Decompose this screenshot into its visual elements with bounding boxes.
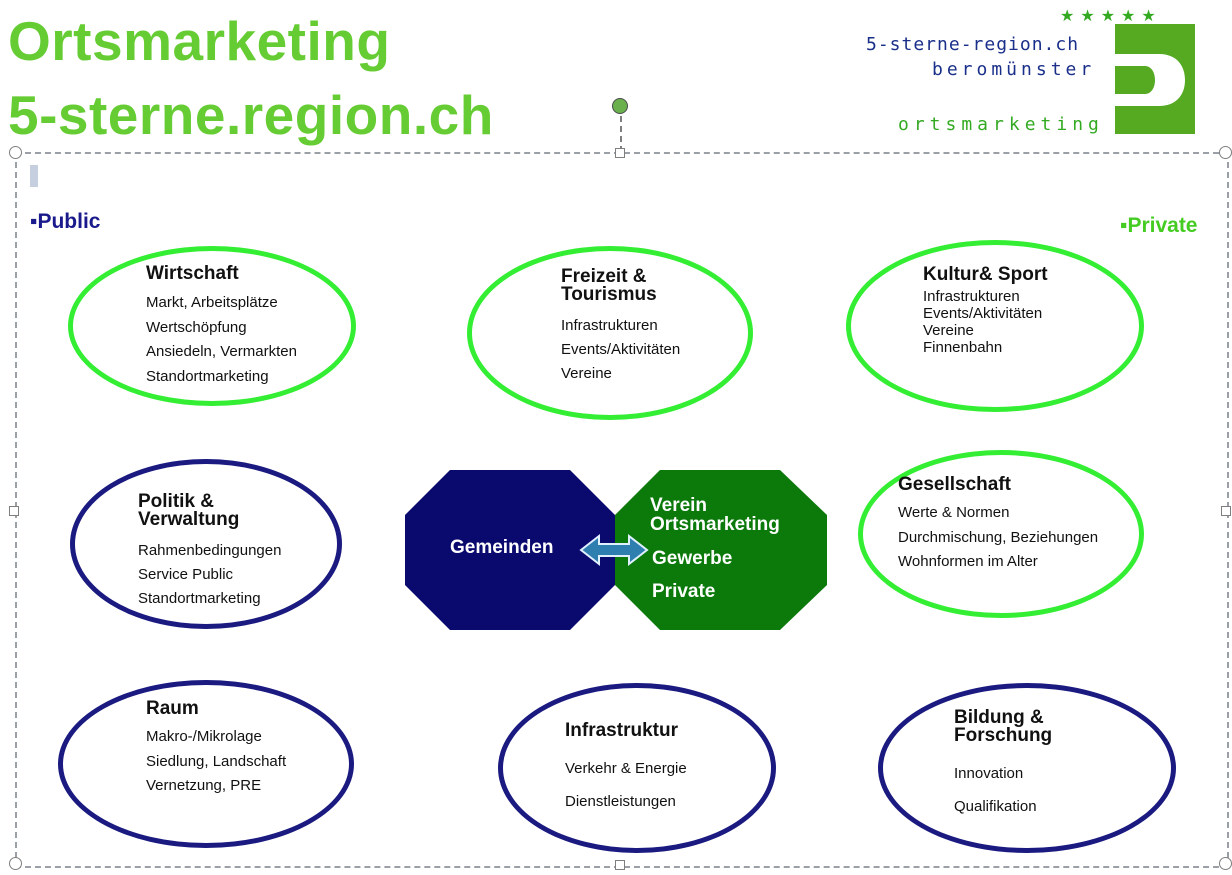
- line-gesellschaft-2: Durchmischung, Beziehungen: [898, 528, 1099, 546]
- line-kultur-4: Finnenbahn: [923, 339, 1003, 356]
- line-bildung-1: Innovation: [954, 765, 1024, 782]
- line-politik-3: Standortmarketing: [138, 590, 261, 607]
- hub-label-ortsmarketing: Ortsmarketing: [650, 514, 780, 535]
- title-kultur: Kultur& Sport: [923, 264, 1048, 285]
- text-raum: Raum Makro-/Mikrolage Siedlung, Landscha…: [146, 698, 287, 799]
- ellipse-raum[interactable]: [58, 680, 354, 848]
- hub-label-private: Private: [652, 581, 716, 602]
- hub-octagon-verein: [615, 470, 827, 630]
- title-bildung: Bildung &: [954, 707, 1044, 728]
- logo-town-text: beromünster: [932, 59, 1096, 80]
- resize-handle-right[interactable]: [1221, 506, 1231, 516]
- hub-octagon-gemeinden: [405, 470, 615, 630]
- line-infrastruktur-2: Dienstleistungen: [565, 793, 676, 810]
- line-politik-2: Service Public: [138, 566, 234, 583]
- ellipse-freizeit[interactable]: [467, 246, 753, 420]
- line-freizeit-2: Events/Aktivitäten: [561, 341, 681, 358]
- resize-handle-top[interactable]: [615, 148, 625, 158]
- title-wirtschaft: Wirtschaft: [146, 263, 239, 284]
- title-politik: Politik &: [138, 491, 215, 512]
- hub-diagram: [405, 470, 827, 630]
- line-politik-1: Rahmenbedingungen: [138, 542, 282, 559]
- rotation-handle[interactable]: [612, 98, 628, 114]
- title-raum: Raum: [146, 698, 199, 719]
- text-gesellschaft: Gesellschaft Werte & Normen Durchmischun…: [898, 474, 1099, 575]
- title-politik-2: Verwaltung: [138, 509, 240, 530]
- line-wirtschaft-1: Markt, Arbeitsplätze: [146, 294, 278, 311]
- resize-handle-bottom[interactable]: [615, 860, 625, 870]
- double-arrow-icon: [579, 533, 649, 567]
- text-bildung: Bildung & Forschung Innovation Qualifika…: [954, 707, 1053, 823]
- line-gesellschaft-3: Wohnformen im Alter: [898, 553, 1038, 570]
- ellipse-politik[interactable]: [70, 459, 342, 629]
- hub-label-verein: Verein: [650, 495, 708, 516]
- line-infrastruktur-1: Verkehr & Energie: [565, 760, 687, 777]
- line-wirtschaft-4: Standortmarketing: [146, 367, 269, 385]
- title-bildung-2: Forschung: [954, 725, 1053, 746]
- resize-handle-bottom-left[interactable]: [9, 857, 22, 870]
- text-freizeit: Freizeit & Tourismus Infrastrukturen Eve…: [561, 266, 681, 386]
- label-private: ▪Private: [1120, 214, 1198, 237]
- resize-handle-top-right[interactable]: [1219, 146, 1232, 159]
- page-title-line-2: 5-sterne.region.ch: [8, 84, 494, 146]
- resize-handle-top-left[interactable]: [9, 146, 22, 159]
- text-infrastruktur: Infrastruktur Verkehr & Energie Dienstle…: [565, 720, 687, 818]
- hub-label-gemeinden: Gemeinden: [450, 537, 554, 558]
- text-politik: Politik & Verwaltung Rahmenbedingungen S…: [138, 491, 282, 611]
- resize-handle-left[interactable]: [9, 506, 19, 516]
- line-raum-2: Siedlung, Landschaft: [146, 752, 287, 770]
- line-freizeit-1: Infrastrukturen: [561, 317, 658, 334]
- hub-label-gewerbe: Gewerbe: [652, 548, 733, 569]
- label-public: ▪Public: [30, 210, 101, 233]
- ellipse-infrastruktur[interactable]: [498, 683, 776, 853]
- title-gesellschaft: Gesellschaft: [898, 474, 1011, 495]
- resize-handle-bottom-right[interactable]: [1219, 857, 1232, 870]
- logo: ★★★★★ 5-sterne-region.ch beromünster ort…: [860, 6, 1232, 136]
- page-title-line-1: Ortsmarketing: [8, 10, 391, 72]
- title-freizeit: Freizeit &: [561, 266, 647, 287]
- text-cursor: [30, 165, 38, 187]
- line-kultur-2: Events/Aktivitäten: [923, 305, 1043, 322]
- logo-five-mark: [1115, 24, 1195, 134]
- logo-domain-text: 5-sterne-region.ch: [866, 34, 1080, 55]
- line-wirtschaft-3: Ansiedeln, Vermarkten: [146, 343, 297, 360]
- text-wirtschaft: Wirtschaft Markt, Arbeitsplätze Wertschö…: [146, 263, 297, 389]
- rotation-handle-line: [620, 116, 622, 152]
- line-kultur-1: Infrastrukturen: [923, 288, 1020, 305]
- ellipse-kultur[interactable]: [846, 240, 1144, 412]
- logo-dept-text: ortsmarketing: [898, 114, 1104, 135]
- line-raum-3: Vernetzung, PRE: [146, 777, 262, 794]
- logo-stars: ★★★★★: [1060, 8, 1162, 25]
- ellipse-wirtschaft[interactable]: [68, 246, 356, 406]
- line-wirtschaft-2: Wertschöpfung: [146, 318, 247, 336]
- ellipse-bildung[interactable]: [878, 683, 1176, 853]
- line-freizeit-3: Vereine: [561, 365, 612, 382]
- line-kultur-3: Vereine: [923, 322, 974, 339]
- title-infrastruktur: Infrastruktur: [565, 720, 678, 741]
- line-raum-1: Makro-/Mikrolage: [146, 728, 262, 745]
- line-bildung-2: Qualifikation: [954, 798, 1037, 815]
- text-kultur: Kultur& Sport Infrastrukturen Events/Akt…: [923, 264, 1048, 356]
- title-freizeit-2: Tourismus: [561, 284, 657, 305]
- ellipse-gesellschaft[interactable]: [858, 450, 1144, 618]
- line-gesellschaft-1: Werte & Normen: [898, 504, 1010, 521]
